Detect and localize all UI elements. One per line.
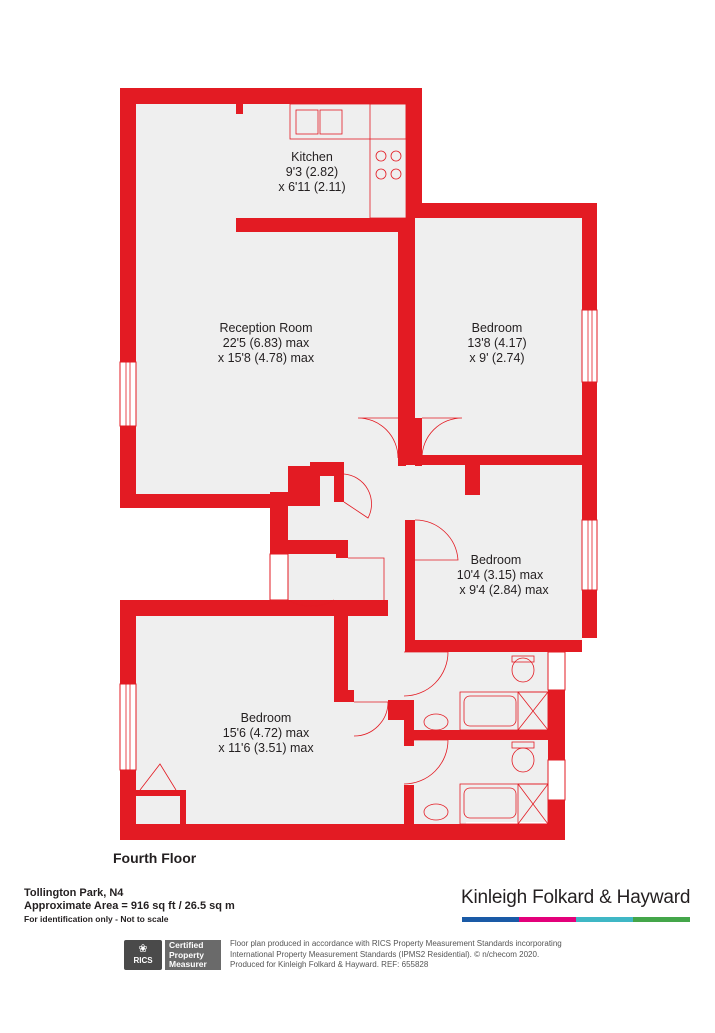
disclaimer: For identification only - Not to scale: [24, 914, 169, 924]
reception-dim1: 22'5 (6.83) max: [223, 336, 310, 350]
brand-bar-magenta: [519, 917, 576, 922]
bedroom2-floor: [415, 464, 582, 642]
brand-bar-teal: [576, 917, 633, 922]
bathroom2-door: [403, 739, 449, 785]
reception-dim2: x 15'8 (4.78) max: [218, 351, 315, 365]
brand-bar-blue: [462, 917, 519, 922]
kitchen-dim1: 9'3 (2.82): [286, 165, 338, 179]
sink-icon: [295, 109, 319, 135]
basin1-icon: [423, 713, 449, 731]
rics-emblem-icon: ❀: [138, 943, 148, 955]
rics-text: RICS: [133, 956, 153, 965]
room-labels: Kitchen 9'3 (2.82) x 6'11 (2.11) Recepti…: [218, 150, 549, 755]
brand-name: Kinleigh Folkard & Hayward: [461, 887, 691, 908]
reception-door: [357, 417, 399, 459]
bedroom3-dim2: x 11'6 (3.51) max: [218, 741, 314, 755]
sink-drainer: [319, 109, 343, 135]
floor-plan: Kitchen 9'3 (2.82) x 6'11 (2.11) Recepti…: [119, 88, 598, 840]
bedroom2-dim2: x 9'4 (2.84) max: [459, 583, 549, 597]
bathroom2-floor: [410, 738, 548, 822]
floor-title: Fourth Floor: [113, 850, 197, 866]
kitchen-floor: [136, 104, 406, 222]
certified-measurer-badge: Certified Property Measurer: [165, 940, 221, 970]
rics-logo: ❀ RICS: [124, 940, 162, 970]
bedroom3-door: [353, 701, 389, 737]
property-address: Tollington Park, N4: [24, 887, 124, 899]
bedroom2-door: [414, 519, 459, 561]
entrance-door: [287, 554, 335, 607]
legal-line1: Floor plan produced in accordance with R…: [230, 939, 562, 948]
bedroom1-floor: [415, 218, 582, 455]
certified-line1: Certified: [169, 940, 204, 950]
brand-bar-green: [633, 917, 690, 922]
legal-notice: Floor plan produced in accordance with R…: [230, 939, 562, 971]
windows: [119, 309, 598, 801]
bathroom1-door: [403, 651, 449, 697]
toilet1-icon: [511, 657, 535, 683]
reception-name: Reception Room: [219, 321, 312, 335]
bedroom3-name: Bedroom: [241, 711, 292, 725]
bedroom3-dim1: 15'6 (4.72) max: [223, 726, 310, 740]
kitchen-name: Kitchen: [291, 150, 333, 164]
hall-door-a: [348, 557, 385, 604]
legal-line3: Produced for Kinleigh Folkard & Hayward.…: [230, 960, 429, 969]
basin2-icon: [423, 803, 449, 821]
bedroom2-dim1: 10'4 (3.15) max: [457, 568, 544, 582]
bedroom1-door: [421, 417, 463, 459]
bedroom1-name: Bedroom: [472, 321, 523, 335]
cupboard-door: [343, 473, 372, 519]
kitchen-counter-side: [369, 103, 407, 219]
approximate-area: Approximate Area = 916 sq ft / 26.5 sq m: [24, 900, 235, 912]
wardrobe-door: [139, 763, 177, 791]
hob-icon: [375, 150, 387, 162]
certified-line2: Property: [169, 949, 204, 960]
certified-line3: Measurer: [169, 959, 207, 969]
doors: [139, 417, 463, 791]
kitchen-dim2: x 6'11 (2.11): [278, 180, 345, 194]
bathroom1-floor: [410, 652, 548, 730]
floor-areas: [136, 104, 582, 840]
legal-line2: International Property Measurement Stand…: [230, 949, 540, 959]
bedroom1-dim1: 13'8 (4.17): [467, 336, 526, 350]
fixtures: [289, 103, 549, 825]
bedroom1-dim2: x 9' (2.74): [469, 351, 524, 365]
bedroom2-name: Bedroom: [471, 553, 522, 567]
